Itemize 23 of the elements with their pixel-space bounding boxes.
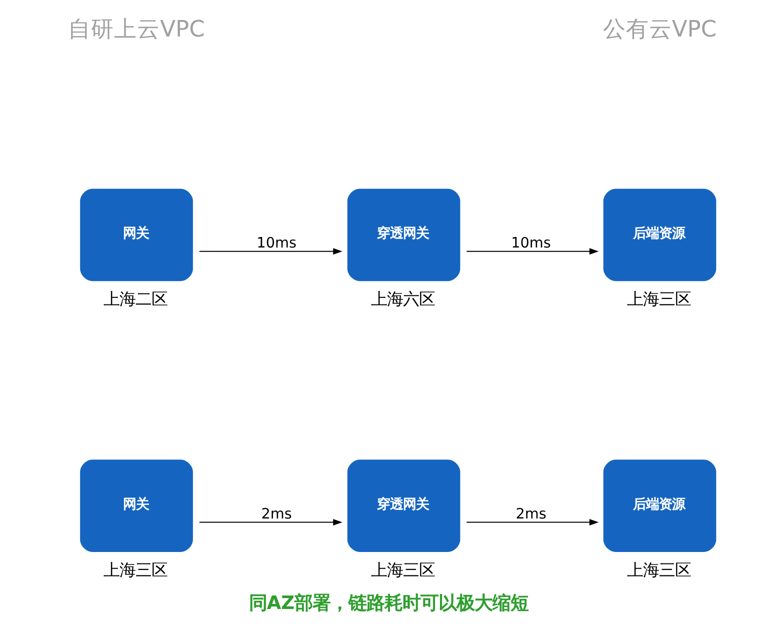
arrow (466, 248, 598, 255)
node-box: 网关 (80, 460, 192, 552)
node-label: 上海二区 (103, 290, 168, 309)
node-box: 后端资源 (602, 188, 716, 282)
node-box: 穿透网关 (346, 188, 460, 282)
node-label: 上海三区 (626, 560, 690, 580)
edge-label: 10ms (510, 235, 550, 252)
arrow (198, 518, 342, 526)
node-label: 上海三区 (103, 560, 168, 580)
label: 自研上云VPC (68, 16, 204, 43)
arrow (466, 518, 598, 526)
arrow (198, 248, 342, 255)
edge-label: 2ms (260, 506, 292, 522)
label: 公有云VPC (602, 16, 716, 43)
caption: 同AZ部署，链路耗时可以极大缩短 (248, 592, 528, 614)
node-label: 上海六区 (370, 290, 434, 309)
node-box: 后端资源 (602, 460, 716, 552)
node-label: 上海三区 (370, 560, 434, 580)
node-box: 穿透网关 (346, 460, 460, 552)
node-label: 上海三区 (626, 290, 690, 309)
node-box: 网关 (80, 188, 192, 282)
edge-label: 10ms (256, 235, 296, 252)
edge-label: 2ms (515, 506, 546, 522)
